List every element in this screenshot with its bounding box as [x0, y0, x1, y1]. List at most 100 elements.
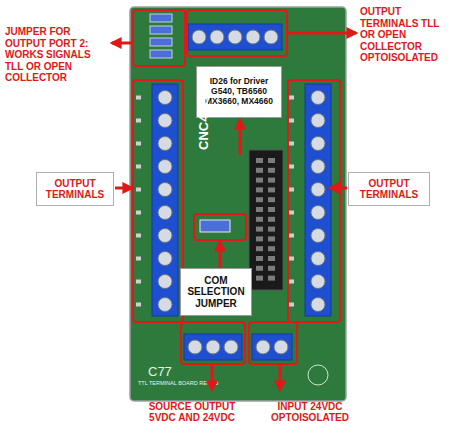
header-pin	[256, 266, 263, 271]
header-pin	[268, 178, 275, 183]
terminal-screw	[158, 183, 172, 197]
callout-text: OUTPUT TERMINALS	[352, 178, 426, 201]
header-pin	[256, 197, 263, 202]
leader-arrow	[287, 32, 356, 35]
jumper-pin	[150, 50, 172, 58]
terminal-screw	[311, 298, 325, 312]
leader-arrow	[115, 187, 132, 190]
leader-arrow	[239, 120, 242, 155]
terminal-screw	[158, 275, 172, 289]
highlight-frame	[181, 322, 245, 364]
smd-led	[136, 119, 141, 123]
terminal-screw	[158, 298, 172, 312]
header-pin	[256, 236, 263, 241]
smd-led	[289, 142, 294, 146]
header-pin	[256, 276, 263, 281]
callout-box: OUTPUT TERMINALS	[348, 172, 430, 206]
header-pin	[268, 187, 275, 192]
callout-text: COM SELECTION JUMPER	[184, 275, 248, 310]
callout-box: JUMPER FOR OUTPUT PORT 2: WORKS SIGNALS …	[2, 24, 112, 86]
terminal-screw	[158, 91, 172, 105]
terminal-block	[252, 334, 292, 360]
silkscreen-label: C77	[148, 364, 172, 379]
terminal-block	[152, 84, 178, 316]
callout-text: INPUT 24VDC OPTOISOLATED	[261, 401, 359, 424]
leader-arrow	[211, 364, 214, 390]
header-pin	[268, 197, 275, 202]
header-pin	[256, 187, 263, 192]
jumper-pin	[150, 38, 172, 46]
header-pin	[268, 168, 275, 173]
mounting-mark	[308, 365, 328, 385]
jumper-pin	[150, 14, 172, 22]
silkscreen-label: TTL TERMINAL BOARD REV1.3	[138, 380, 218, 386]
smd-led	[289, 211, 294, 215]
header-pin	[256, 217, 263, 222]
com-jumper	[200, 220, 230, 232]
jumper-pin	[150, 26, 172, 34]
smd-led	[289, 165, 294, 169]
smd-led	[289, 257, 294, 261]
terminal-screw	[311, 183, 325, 197]
header-pin	[268, 246, 275, 251]
callout-box: SOURCE OUTPUT 5VDC AND 24VDC	[132, 392, 252, 432]
callout-text: SOURCE OUTPUT 5VDC AND 24VDC	[135, 401, 249, 424]
terminal-screw	[274, 340, 288, 354]
terminal-screw	[246, 30, 260, 44]
terminal-screw	[256, 340, 270, 354]
header-pin	[268, 217, 275, 222]
terminal-screw	[311, 114, 325, 128]
callout-text: ID26 for Driver G540, TB6560 MX3660, MX4…	[200, 77, 278, 106]
idc-header	[249, 150, 283, 290]
header-pin	[256, 227, 263, 232]
smd-led	[289, 119, 294, 123]
header-pin	[268, 256, 275, 261]
terminal-screw	[158, 206, 172, 220]
highlight-frame	[249, 322, 297, 364]
terminal-block	[184, 334, 242, 360]
header-pin	[268, 236, 275, 241]
smd-led	[136, 165, 141, 169]
highlight-frame	[187, 10, 287, 56]
smd-led	[136, 303, 141, 307]
terminal-screw	[158, 137, 172, 151]
terminal-screw	[264, 30, 278, 44]
highlight-frame	[133, 10, 185, 66]
terminal-screw	[311, 91, 325, 105]
header-pin	[256, 178, 263, 183]
smd-led	[136, 280, 141, 284]
terminal-screw	[311, 137, 325, 151]
smd-led	[136, 142, 141, 146]
terminal-screw	[210, 30, 224, 44]
header-pin	[268, 276, 275, 281]
terminal-screw	[311, 229, 325, 243]
callout-box: INPUT 24VDC OPTOISOLATED	[258, 392, 362, 432]
callout-text: JUMPER FOR OUTPUT PORT 2: WORKS SIGNALS …	[5, 26, 109, 84]
header-pin	[256, 207, 263, 212]
smd-led	[289, 280, 294, 284]
terminal-block	[188, 24, 282, 50]
header-pin	[256, 256, 263, 261]
leader-arrow	[279, 364, 282, 390]
terminal-screw	[224, 340, 238, 354]
smd-led	[136, 257, 141, 261]
smd-led	[289, 234, 294, 238]
terminal-screw	[158, 160, 172, 174]
terminal-block	[305, 84, 331, 316]
smd-led	[289, 188, 294, 192]
callout-box: OUTPUT TERMINALS TLL OR OPEN COLLECTOR O…	[357, 4, 459, 66]
header-pin	[268, 207, 275, 212]
silkscreen-label: CNC4PC	[196, 97, 211, 150]
callout-box: COM SELECTION JUMPER	[180, 268, 252, 316]
leader-arrow	[219, 242, 222, 268]
smd-led	[136, 188, 141, 192]
terminal-screw	[192, 30, 206, 44]
header-pin	[256, 246, 263, 251]
terminal-screw	[158, 252, 172, 266]
highlight-frame	[288, 80, 340, 322]
smd-led	[136, 96, 141, 100]
highlight-frame	[194, 214, 246, 240]
terminal-screw	[311, 206, 325, 220]
smd-led	[289, 303, 294, 307]
